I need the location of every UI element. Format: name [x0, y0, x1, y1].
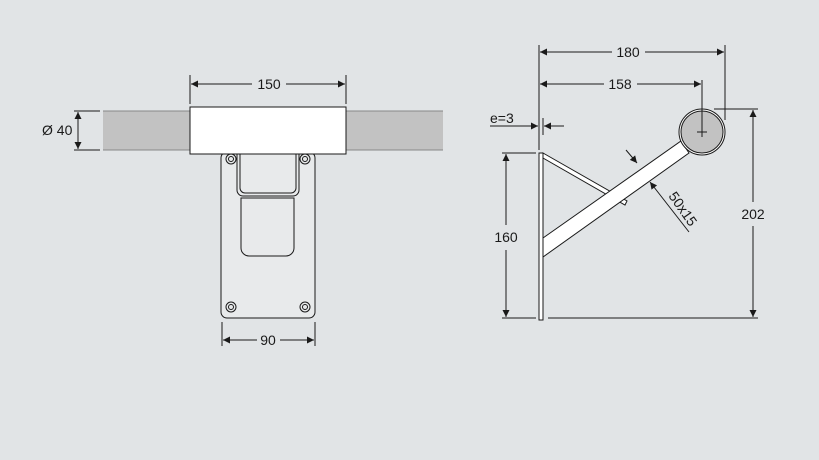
dim-202: 202	[741, 206, 765, 222]
dim-90: 90	[260, 332, 276, 348]
dim-thickness: e=3	[490, 110, 514, 126]
side-view	[490, 45, 758, 321]
wall-plate	[538, 152, 544, 321]
dim-180: 180	[616, 44, 640, 60]
dim-160: 160	[494, 229, 518, 245]
arm	[542, 140, 690, 258]
brace	[542, 152, 628, 206]
channel-lower	[240, 197, 295, 257]
clamp-block	[189, 106, 347, 155]
channel-upper	[236, 153, 300, 197]
screws	[225, 153, 311, 313]
dim-150: 150	[257, 76, 281, 92]
dim-158: 158	[608, 76, 632, 92]
front-view	[74, 75, 443, 346]
dim-diameter-40: Ø 40	[42, 122, 73, 138]
